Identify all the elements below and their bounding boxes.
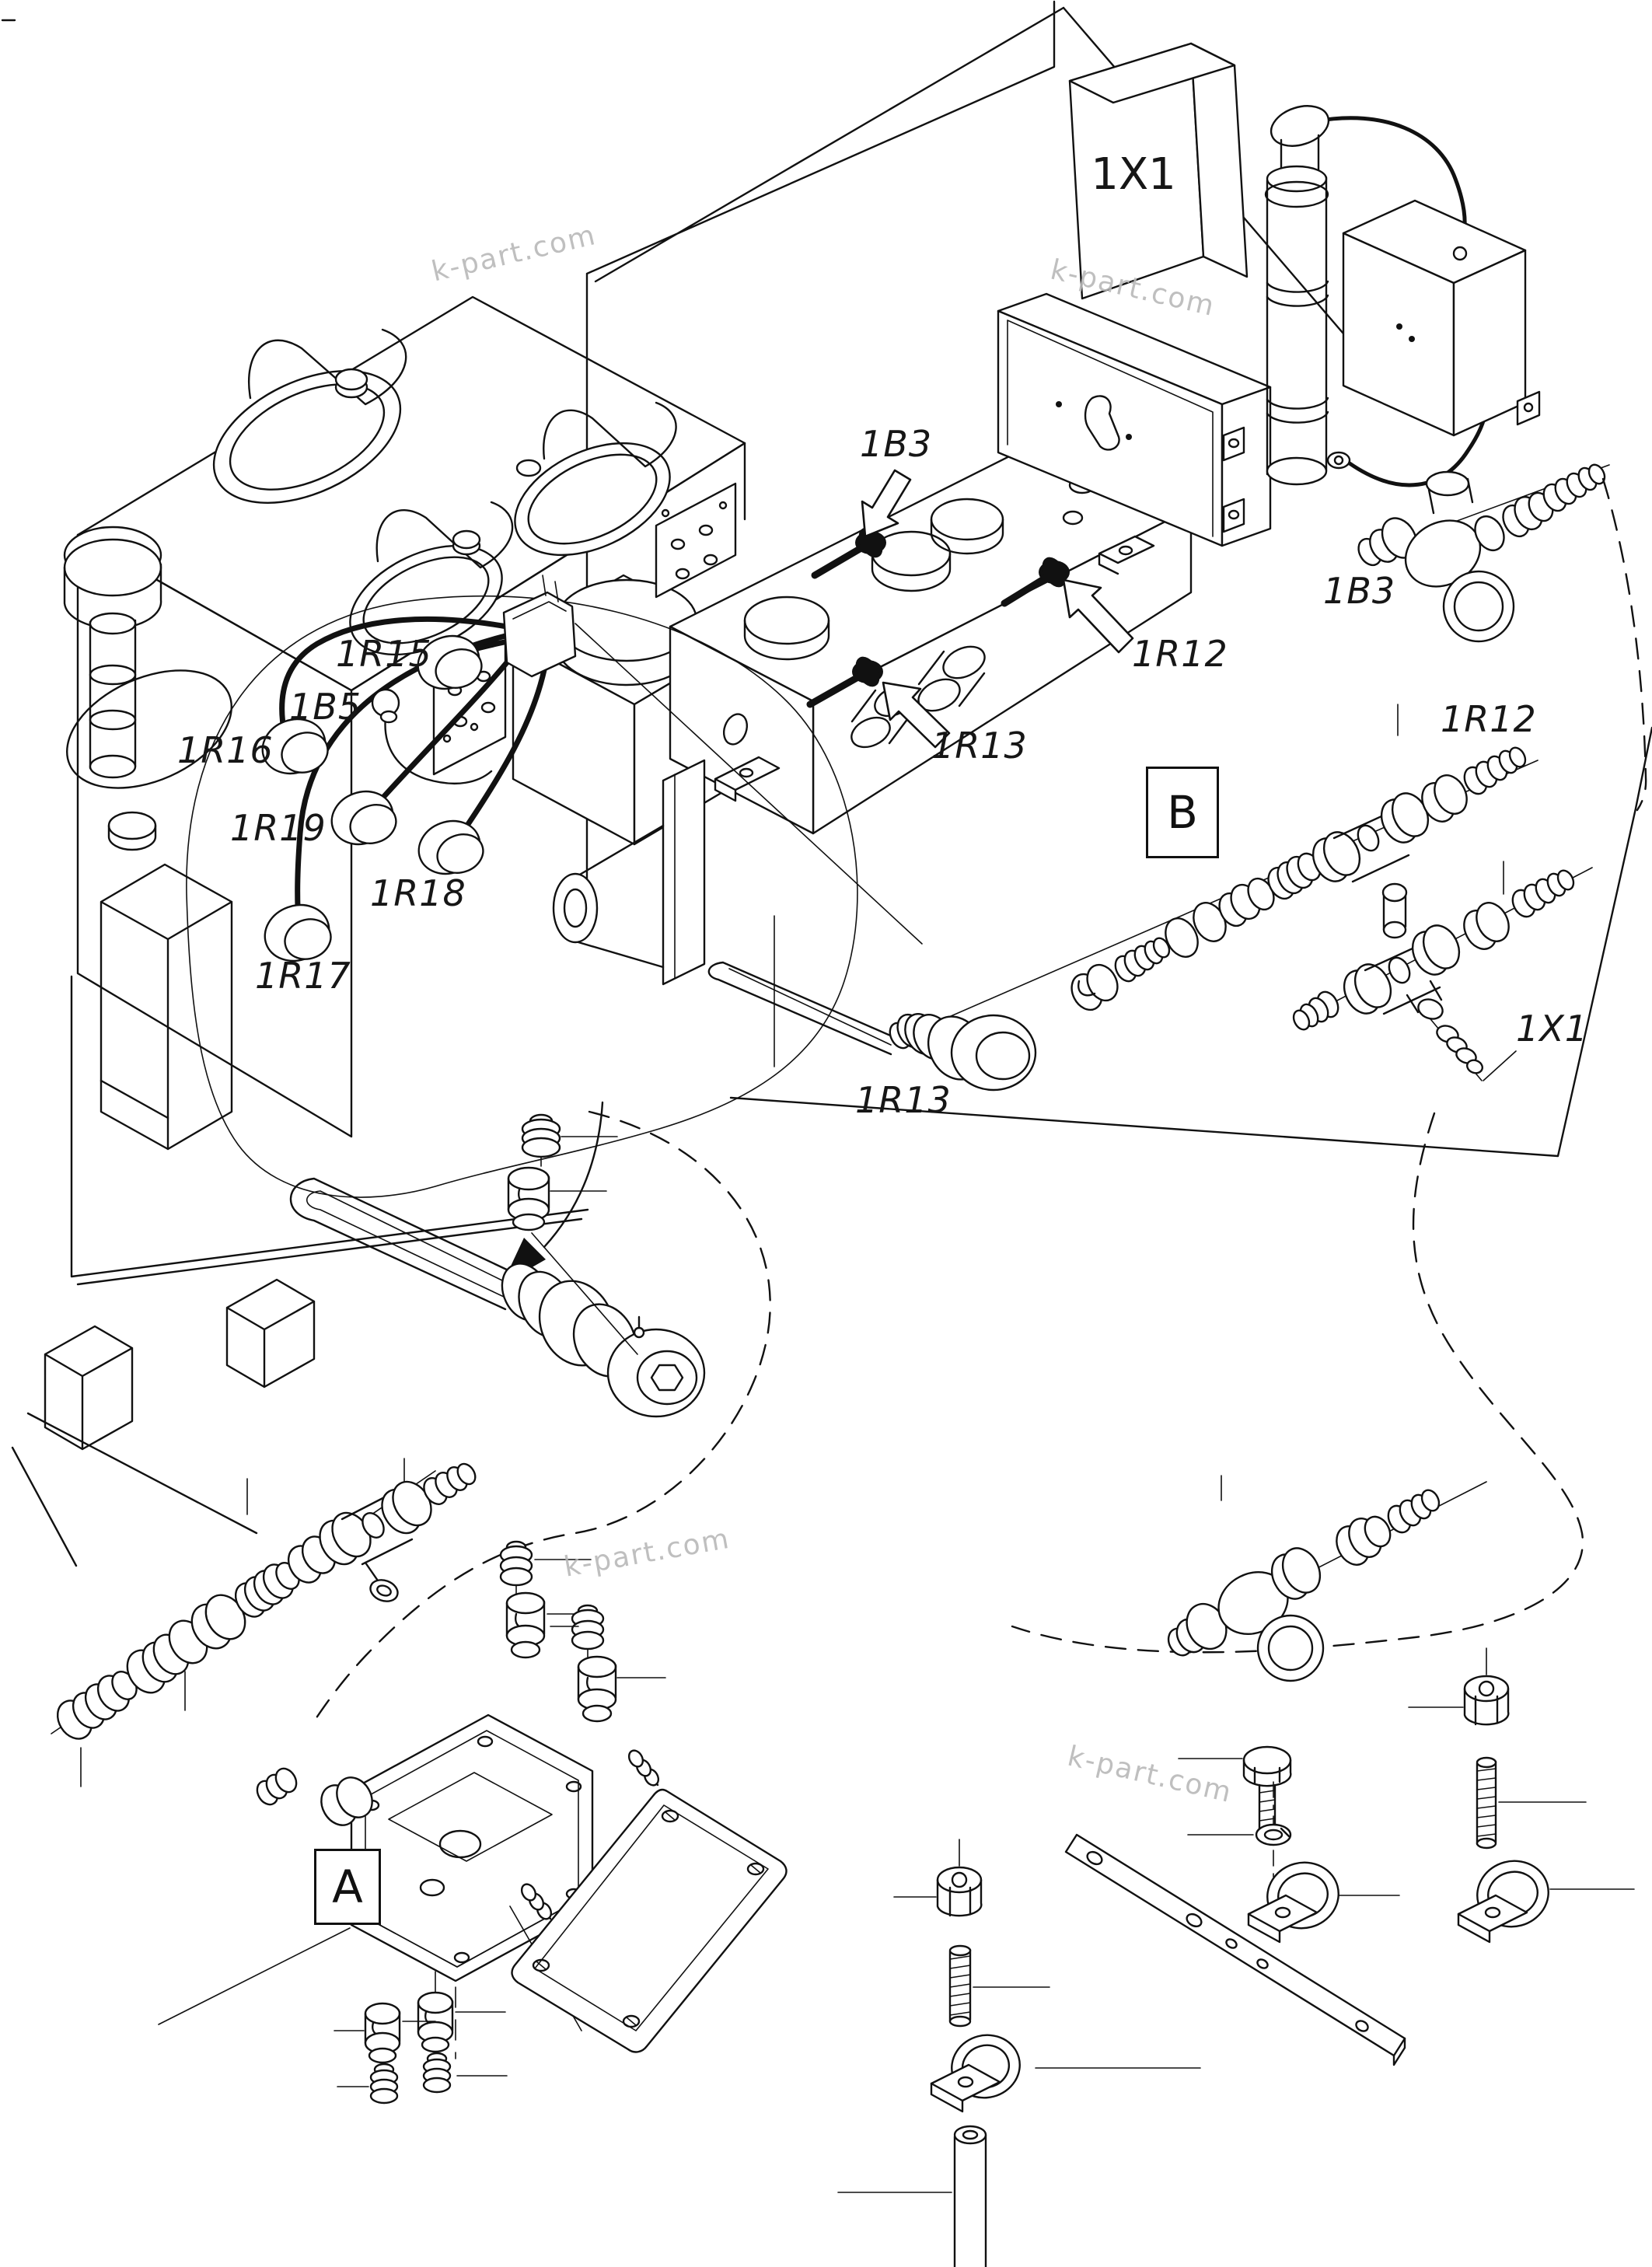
label-1r13-sensor: 1R13 [855, 1079, 952, 1121]
label-1r19: 1R19 [230, 807, 327, 849]
label-1r13-manifold: 1R13 [931, 725, 1028, 767]
callout-arrow-1b3 [861, 469, 912, 538]
electrical-enclosure [997, 292, 1272, 547]
callout-arrow-1r12 [1062, 578, 1134, 654]
label-1r16: 1R16 [177, 729, 274, 771]
label-1b5: 1B5 [289, 686, 362, 728]
label-1r15: 1R15 [336, 633, 432, 675]
harness-connector [502, 591, 577, 678]
label-1b3-manifold: 1B3 [860, 423, 933, 465]
tee-fitting-1b3 [1357, 463, 1610, 643]
callout-arrow-1r13 [882, 681, 951, 749]
immersion-heater [289, 1113, 706, 1418]
detail-marker-b: B [1146, 767, 1219, 858]
hose-routing-dashed [309, 477, 1647, 1727]
tee-fitting-bottom [1167, 1475, 1487, 1682]
assembly-a [158, 1540, 788, 2105]
connector-box-1x1 [1068, 42, 1249, 300]
label-1r18: 1R18 [370, 872, 466, 914]
left-fitting-chain [51, 1458, 477, 1787]
label-1r12-chain: 1R12 [1441, 698, 1537, 740]
label-1x1-leader: 1X1 [1516, 1008, 1589, 1050]
detail-bubble [186, 575, 923, 1198]
label-1r17: 1R17 [255, 955, 351, 997]
assembly-b [707, 704, 1593, 1092]
label-1b3-tee: 1B3 [1323, 570, 1396, 612]
label-1x1-box: 1X1 [1091, 149, 1176, 200]
manifold-sensor-plugs [806, 469, 1134, 749]
keyhole-icon [1084, 395, 1120, 451]
mounting-hardware [837, 1647, 1635, 2267]
label-1r12-manifold: 1R12 [1132, 633, 1228, 675]
accumulator-assembly [1264, 105, 1541, 487]
detail-marker-a: A [314, 1849, 381, 1925]
